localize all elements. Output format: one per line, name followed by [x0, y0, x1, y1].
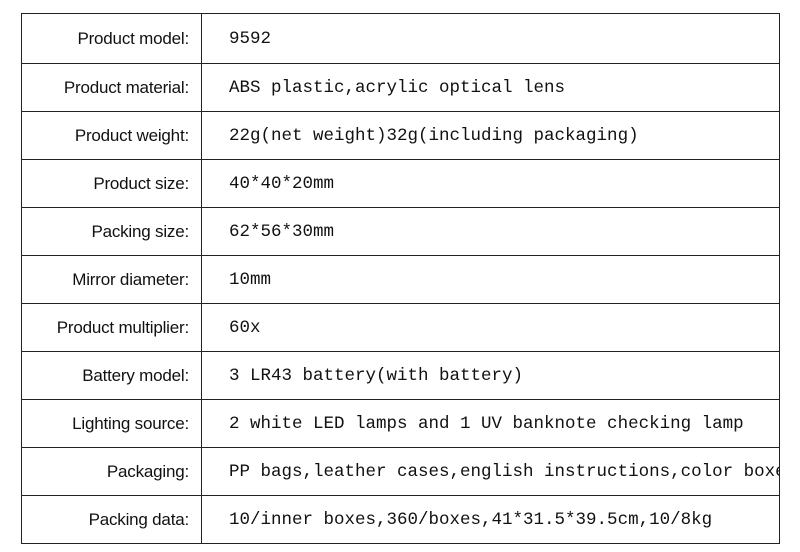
table-row: Product size: 40*40*20mm	[21, 159, 780, 208]
spec-value-product-weight: 22g(net weight)32g(including packaging)	[201, 111, 780, 160]
spec-label-packing-size: Packing size:	[21, 207, 202, 256]
spec-value-lighting-source: 2 white LED lamps and 1 UV banknote chec…	[201, 399, 780, 448]
spec-value-battery-model: 3 LR43 battery(with battery)	[201, 351, 780, 400]
spec-label-product-model: Product model:	[21, 13, 202, 64]
spec-value-product-multiplier: 60x	[201, 303, 780, 352]
spec-label-battery-model: Battery model:	[21, 351, 202, 400]
spec-value-packaging: PP bags,leather cases,english instructio…	[201, 447, 780, 496]
product-spec-table: Product model: 9592 Product material: AB…	[21, 13, 780, 544]
table-row: Product multiplier: 60x	[21, 303, 780, 352]
spec-value-packing-data: 10/inner boxes,360/boxes,41*31.5*39.5cm,…	[201, 495, 780, 544]
table-row: Battery model: 3 LR43 battery(with batte…	[21, 351, 780, 400]
table-row: Packaging: PP bags,leather cases,english…	[21, 447, 780, 496]
table-row: Mirror diameter: 10mm	[21, 255, 780, 304]
spec-value-mirror-diameter: 10mm	[201, 255, 780, 304]
table-row: Packing size: 62*56*30mm	[21, 207, 780, 256]
spec-value-product-material: ABS plastic,acrylic optical lens	[201, 63, 780, 112]
spec-label-product-weight: Product weight:	[21, 111, 202, 160]
spec-label-lighting-source: Lighting source:	[21, 399, 202, 448]
spec-value-product-model: 9592	[201, 13, 780, 64]
table-row: Lighting source: 2 white LED lamps and 1…	[21, 399, 780, 448]
spec-label-mirror-diameter: Mirror diameter:	[21, 255, 202, 304]
table-row: Product material: ABS plastic,acrylic op…	[21, 63, 780, 112]
spec-label-packing-data: Packing data:	[21, 495, 202, 544]
spec-value-packing-size: 62*56*30mm	[201, 207, 780, 256]
spec-label-product-multiplier: Product multiplier:	[21, 303, 202, 352]
table-row: Packing data: 10/inner boxes,360/boxes,4…	[21, 495, 780, 544]
spec-label-packaging: Packaging:	[21, 447, 202, 496]
spec-label-product-size: Product size:	[21, 159, 202, 208]
spec-label-product-material: Product material:	[21, 63, 202, 112]
spec-value-product-size: 40*40*20mm	[201, 159, 780, 208]
table-row: Product model: 9592	[21, 13, 780, 64]
table-row: Product weight: 22g(net weight)32g(inclu…	[21, 111, 780, 160]
